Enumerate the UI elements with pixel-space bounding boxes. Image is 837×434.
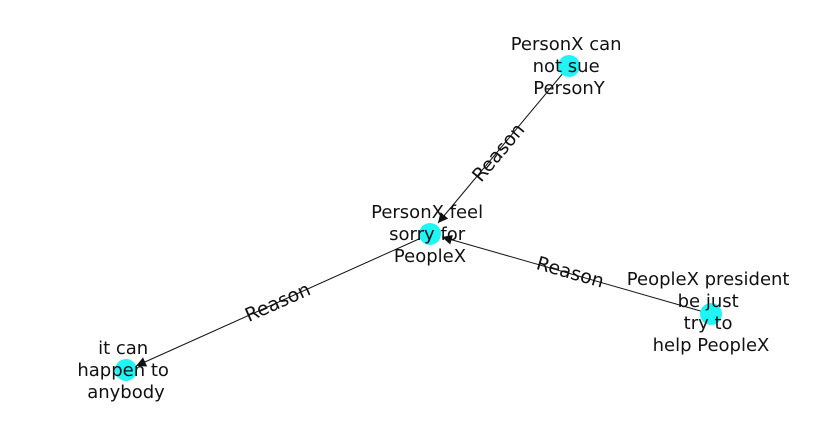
edge-n1-n2 [437, 65, 570, 224]
node-label-n4-line-1: it can [98, 338, 148, 359]
node-label-n3: PeopleX president be just try to help Pe… [627, 269, 795, 356]
node-circle-n1[interactable] [558, 55, 580, 77]
node-label-n3-line-2: be just [678, 291, 739, 312]
edge-n2-n4 [135, 233, 431, 367]
node-label-n4-line-3: anybody [87, 382, 165, 403]
node-label-n3-line-4: help PeopleX [653, 335, 770, 356]
node-label-n2-line-2: sorry for [389, 224, 466, 245]
node-label-n3-line-3: try to [684, 313, 733, 334]
node-circle-n4[interactable] [115, 359, 137, 381]
node-label-n1-line-3: PersonY [533, 78, 605, 99]
edge-label-n1-n2: Reason [468, 119, 529, 186]
node-label-n2-line-3: PeopleX [394, 246, 466, 267]
node-label-n1-line-1: PersonX can [511, 34, 622, 55]
node-label-n1: PersonX can not sue PersonY [511, 34, 628, 99]
node-circle-n2[interactable] [419, 223, 441, 245]
edge-label-n2-n4: Reason [242, 278, 314, 326]
node-label-n4: it can happen to anybody [77, 338, 174, 403]
node-label-n1-line-2: not sue [533, 56, 600, 77]
edge-n3-n2 [441, 234, 712, 315]
nodes [115, 55, 722, 381]
node-label-n4-line-2: happen to [77, 360, 169, 381]
node-labels: PersonX can not sue PersonY PersonX feel… [77, 34, 795, 403]
node-label-n2: PersonX feel sorry for PeopleX [371, 202, 489, 267]
node-label-n3-line-1: PeopleX president [627, 269, 790, 290]
node-label-n2-line-1: PersonX feel [371, 202, 483, 223]
edges [135, 65, 712, 367]
edge-label-n3-n2: Reason [534, 252, 607, 292]
node-circle-n3[interactable] [700, 303, 722, 325]
